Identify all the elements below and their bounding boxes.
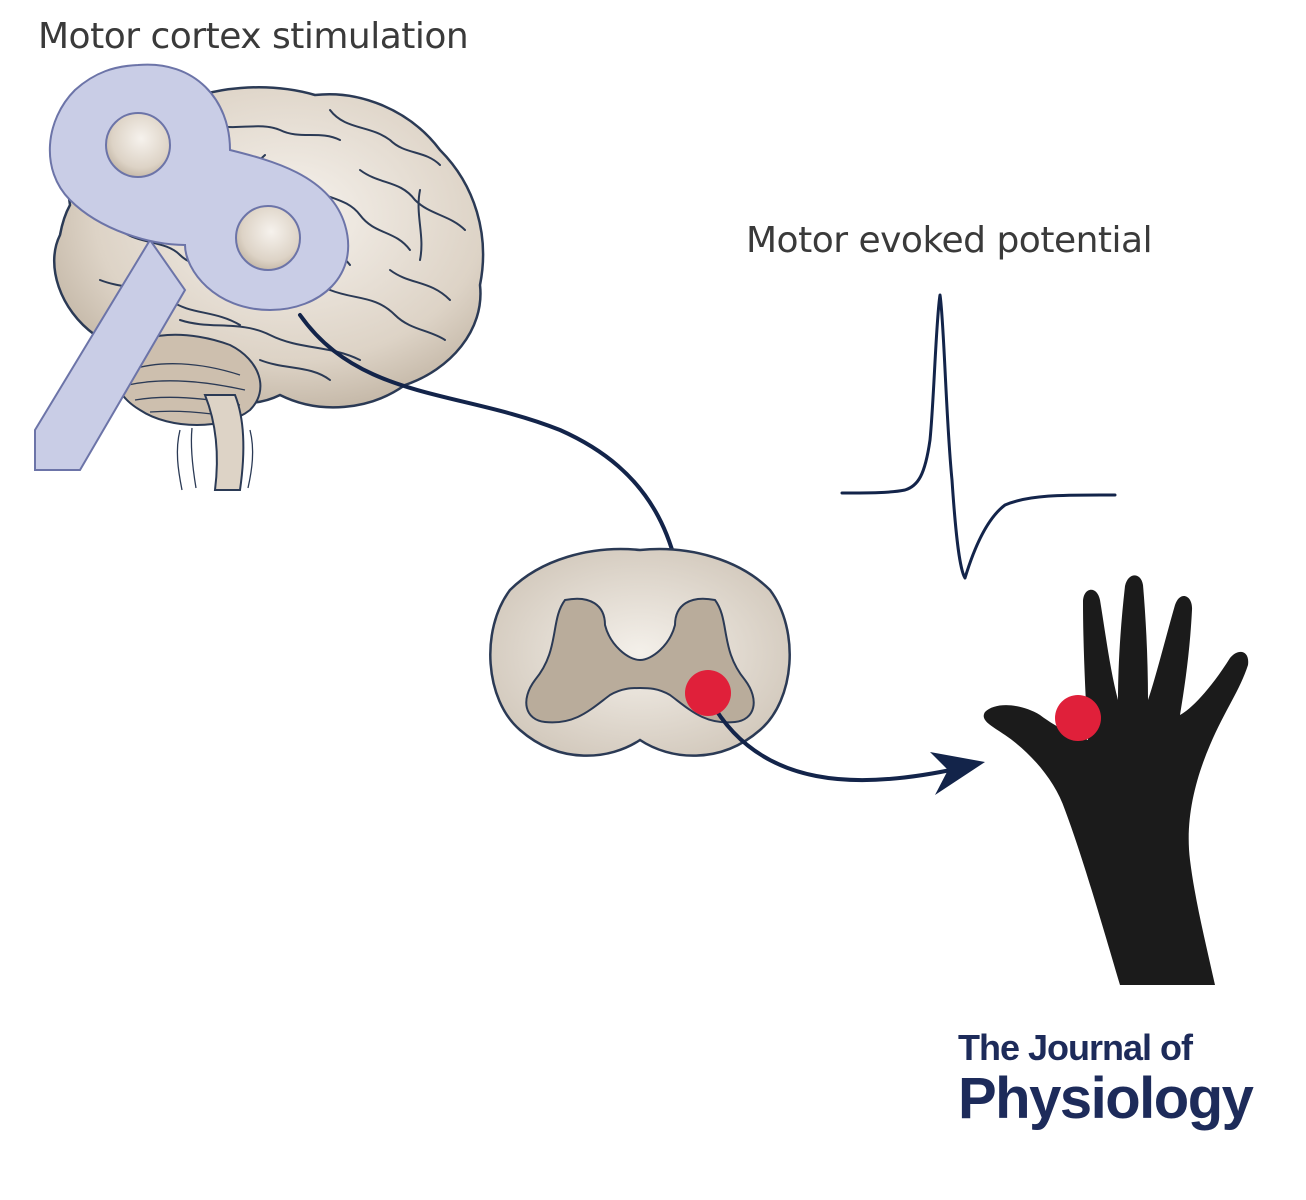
evoked-potential-label: Motor evoked potential [746, 220, 1153, 261]
arrow-head-icon [930, 752, 985, 795]
hand-icon [983, 575, 1249, 985]
journal-logo-line2: Physiology [958, 1066, 1254, 1131]
journal-logo-line1: The Journal of [958, 1027, 1193, 1068]
journal-logo: The Journal of Physiology [958, 1027, 1254, 1131]
stimulation-label: Motor cortex stimulation [38, 16, 469, 57]
motor-output-arrow [708, 698, 962, 783]
spinal-cord-cross-section-icon [489, 547, 791, 757]
figure-eight-coil-icon [34, 63, 350, 471]
target-muscle-marker [1055, 695, 1101, 741]
evoked-potential-waveform-icon [840, 293, 1117, 580]
motoneuron-pool-marker [685, 670, 731, 716]
